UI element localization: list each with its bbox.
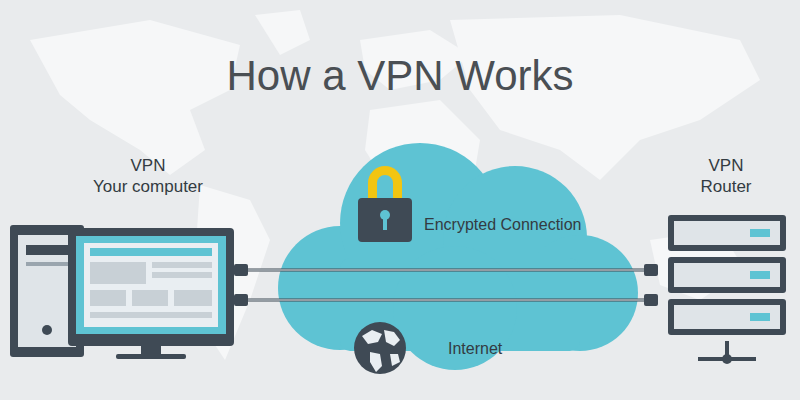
network-cable [234,264,658,276]
internet-cloud: Encrypted ConnectionInternet [270,128,642,383]
diagram-title: How a VPN Works [0,52,800,100]
cable-plug [644,294,658,306]
cable-plug [644,264,658,276]
node-label: Your computer [38,177,258,197]
cable-plug [234,264,248,276]
node-label: Router [658,177,794,197]
node-label: VPN [658,156,794,176]
network-cable [234,294,658,306]
cable-plug [234,294,248,306]
node-label: Internet [448,340,588,358]
node-label: VPN [38,156,258,176]
computer-node: VPNYour computer [8,150,234,365]
node-label: Encrypted Connection [424,216,634,234]
router-node: VPNRouter [658,150,794,365]
